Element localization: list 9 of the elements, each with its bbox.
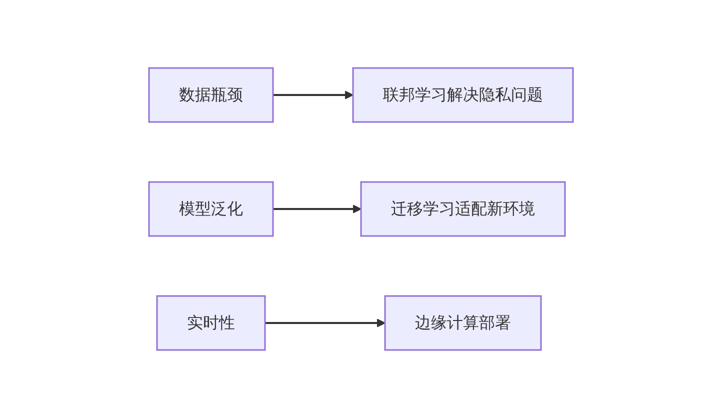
arrow xyxy=(273,90,354,100)
node-box: 联邦学习解决隐私问题 xyxy=(352,67,574,123)
node-box: 迁移学习适配新环境 xyxy=(360,181,566,237)
arrow xyxy=(273,204,362,214)
node-box: 数据瓶颈 xyxy=(148,67,274,123)
node-box: 模型泛化 xyxy=(148,181,274,237)
arrow xyxy=(265,318,386,328)
node-box: 实时性 xyxy=(156,295,266,351)
node-box: 边缘计算部署 xyxy=(384,295,542,351)
